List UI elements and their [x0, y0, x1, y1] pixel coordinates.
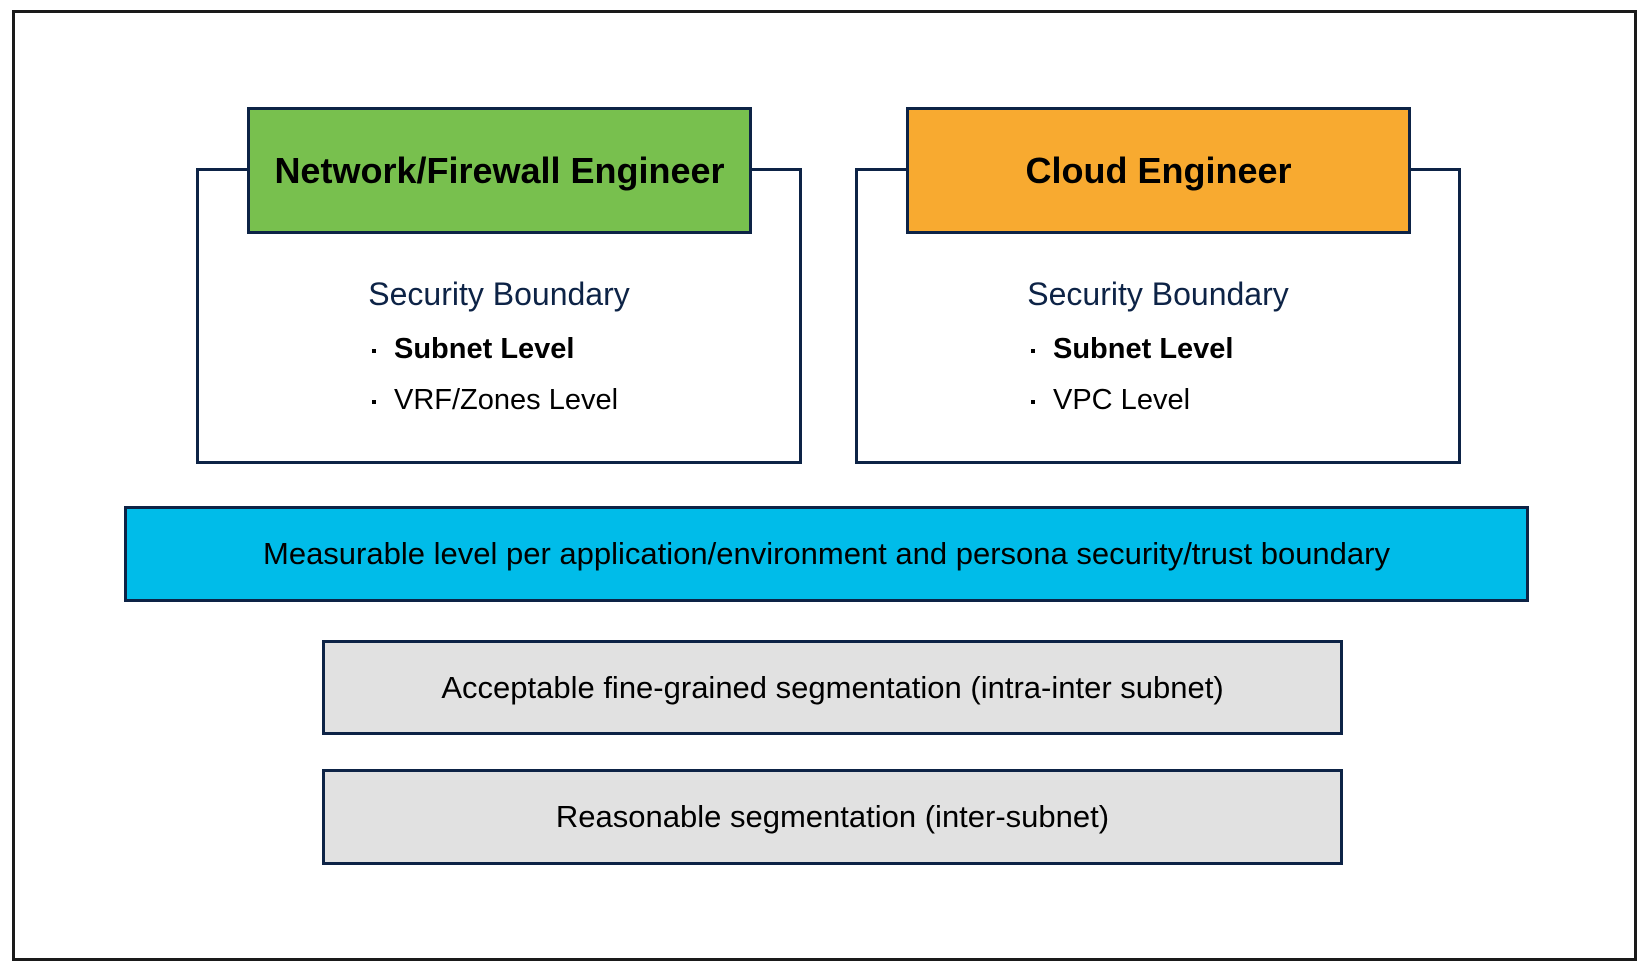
cloud-engineer-header: Cloud Engineer	[906, 107, 1411, 234]
reasonable-segmentation-band: Reasonable segmentation (inter-subnet)	[322, 769, 1343, 865]
bullet-icon	[1031, 348, 1035, 353]
network-level-item: VRF/Zones Level	[372, 384, 618, 417]
network-engineer-header: Network/Firewall Engineer	[247, 107, 752, 234]
fine-grained-segmentation-band: Acceptable fine-grained segmentation (in…	[322, 640, 1343, 735]
network-level-label: VRF/Zones Level	[394, 384, 619, 416]
network-level-item: Subnet Level	[372, 333, 575, 366]
network-security-boundary-title: Security Boundary	[368, 276, 630, 312]
cloud-level-label: VPC Level	[1053, 384, 1191, 416]
cloud-level-item: Subnet Level	[1031, 333, 1234, 366]
bullet-icon	[372, 399, 376, 404]
measurable-level-band: Measurable level per application/environ…	[124, 506, 1529, 602]
cloud-security-boundary-title: Security Boundary	[1027, 276, 1289, 312]
bullet-icon	[372, 348, 376, 353]
diagram-frame	[12, 10, 1637, 961]
cloud-level-item: VPC Level	[1031, 384, 1190, 417]
bullet-icon	[1031, 399, 1035, 404]
cloud-level-label: Subnet Level	[1053, 333, 1234, 365]
network-level-label: Subnet Level	[394, 333, 575, 365]
